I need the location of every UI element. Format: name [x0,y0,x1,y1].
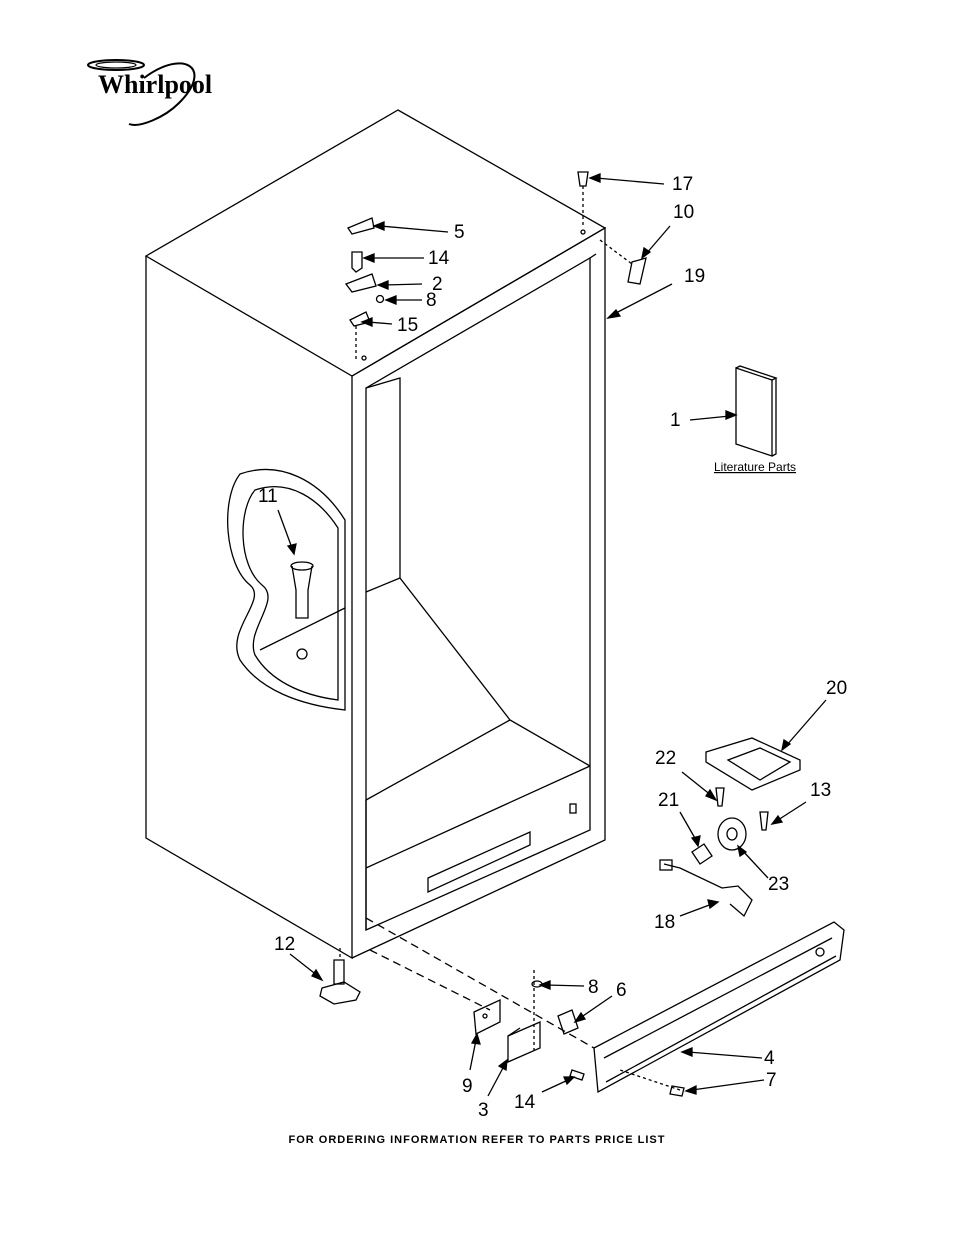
callout-23: 23 [768,874,789,895]
literature-part [736,368,772,456]
callout-12: 12 [274,934,295,955]
callout-19: 19 [684,266,705,287]
callout-5: 5 [454,222,465,243]
pin-part [692,844,712,864]
cabinet-front-frame [352,228,605,958]
callout-14b: 14 [514,1092,536,1113]
base-vent [428,832,530,892]
callout-1: 1 [670,410,681,431]
callout-15: 15 [397,315,418,336]
callout-20: 20 [826,678,847,699]
screw-7-part [670,1086,684,1096]
callout-17: 17 [672,174,693,195]
bracket-part [628,258,646,284]
callout-3: 3 [478,1100,489,1121]
grille-part [594,922,844,1092]
cabinet-top [146,110,605,376]
callout-8a: 8 [426,290,437,311]
leveling-leg-part [320,982,360,1004]
callout-9: 9 [462,1076,473,1097]
footer-note: FOR ORDERING INFORMATION REFER TO PARTS … [0,1134,954,1146]
callout-4: 4 [764,1048,775,1069]
callout-8b: 8 [588,977,599,998]
callout-10: 10 [673,202,694,223]
callout-7: 7 [766,1070,777,1091]
cutaway-outline [228,470,345,710]
switch-part [664,864,752,916]
callout-11: 11 [258,486,278,507]
screw-13-part [760,812,768,830]
cabinet-left-side [146,256,352,958]
bracket-3-part [508,1022,540,1062]
hinge-cover-part [348,218,374,234]
callout-6: 6 [616,980,627,1001]
roller-part [718,818,746,850]
callout-13: 13 [810,780,831,801]
callout-14a: 14 [428,248,450,269]
callout-18: 18 [654,912,675,933]
screw-22-part [716,788,724,806]
cabinet-front-inner [366,258,590,930]
top-hinge-part [346,274,376,292]
drain-tube-part [291,562,313,659]
cabinet-opening [366,378,590,766]
literature-caption: Literature Parts [714,460,796,474]
hinge-screw-part [352,252,362,272]
callout-22: 22 [655,748,676,769]
callout-21: 21 [658,790,679,811]
plug-part [578,172,588,186]
